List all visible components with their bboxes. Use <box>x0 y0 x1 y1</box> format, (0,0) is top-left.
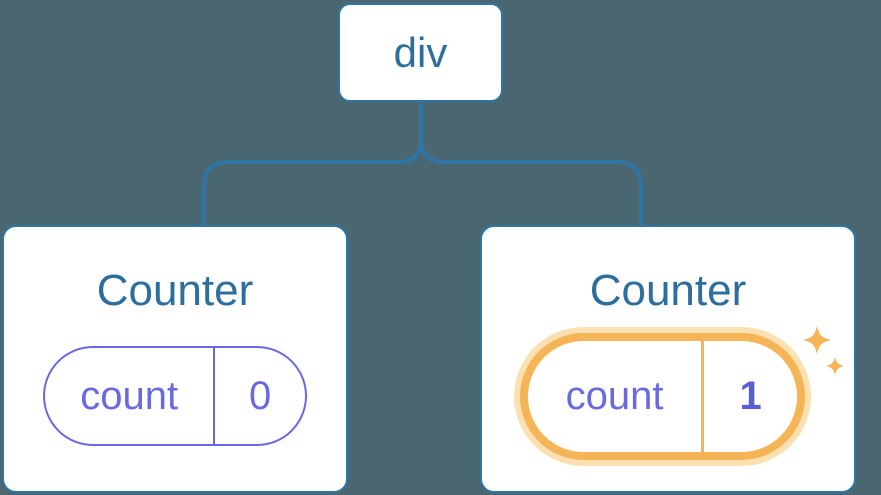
component-title-right: Counter <box>589 266 747 315</box>
root-node-div: div <box>338 3 503 102</box>
state-key-label: count <box>565 374 664 418</box>
component-title-left: Counter <box>96 266 254 315</box>
connector-right-branch <box>419 101 643 226</box>
state-pill-left: count 0 <box>43 346 307 446</box>
root-node-label: div <box>393 28 448 76</box>
sparkles-icon <box>803 326 844 375</box>
state-value-label: 0 <box>249 373 272 418</box>
connector-left-branch <box>202 101 423 226</box>
state-key-cell: count <box>45 348 216 444</box>
state-key-cell: count <box>528 341 705 452</box>
state-pill-right-highlighted: count 1 <box>520 333 805 460</box>
state-value-cell: 1 <box>704 341 797 452</box>
counter-card-right: Counter count 1 <box>480 225 856 493</box>
state-value-label: 1 <box>739 374 762 418</box>
state-key-label: count <box>80 373 179 418</box>
counter-card-left: Counter count 0 <box>2 225 348 493</box>
state-value-cell: 0 <box>215 348 305 444</box>
